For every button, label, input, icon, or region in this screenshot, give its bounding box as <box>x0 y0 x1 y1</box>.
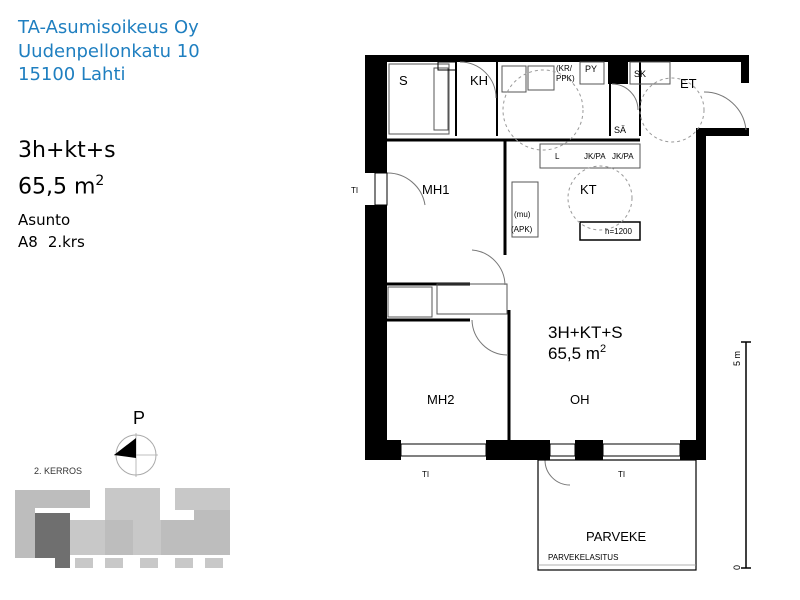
apartment-area: 65,5 m2 <box>18 166 104 202</box>
room-mh2: MH2 <box>427 392 454 407</box>
apartment-area-value: 65,5 m <box>18 174 96 200</box>
apartment-label: Asunto <box>18 211 71 229</box>
room-sk: SK <box>634 69 646 79</box>
apartment-type: 3h+kt+s <box>18 138 116 163</box>
company-city: 15100 Lahti <box>18 64 126 85</box>
door-swings <box>386 61 747 486</box>
fixture-mu: (mu) <box>514 210 531 219</box>
ti-bottom-2: TI <box>618 470 625 479</box>
room-parveke: PARVEKE <box>586 529 647 544</box>
room-krppk: (KR/ <box>556 64 573 73</box>
fixture-jkpa-1: JK/PA <box>584 152 606 161</box>
compass-icon <box>114 433 158 477</box>
room-kt: KT <box>580 182 597 197</box>
room-krppk-2: PPK) <box>556 74 575 83</box>
ti-left: TI <box>351 186 358 195</box>
apartment-floor: 2.krs <box>47 233 85 251</box>
room-s: S <box>399 73 408 88</box>
summary-area: 65,5 m2 <box>548 343 606 363</box>
fixture-h1200: h=1200 <box>605 227 632 236</box>
scale-bar <box>741 341 751 569</box>
ti-bottom-1: TI <box>422 470 429 479</box>
room-sa: SÄ <box>614 125 626 135</box>
room-et: ET <box>680 76 697 91</box>
fixture-jkpa-2: JK/PA <box>612 152 634 161</box>
apartment-code: A8 <box>18 233 38 251</box>
key-map <box>15 488 230 568</box>
room-mh1: MH1 <box>422 182 449 197</box>
apartment-area-sup: 2 <box>95 173 105 189</box>
balcony <box>537 459 697 571</box>
summary-area-sup: 2 <box>600 343 606 355</box>
room-py: PY <box>585 64 597 74</box>
company-street: Uudenpellonkatu 10 <box>18 41 200 62</box>
floor-label: 2. KERROS <box>34 466 83 476</box>
apartment-info: A8 2.krs <box>18 233 85 251</box>
fixture-apk: (APK) <box>511 225 533 234</box>
parvekelasitus-label: PARVEKELASITUS <box>548 553 618 562</box>
room-oh: OH <box>570 392 590 407</box>
summary-type: 3H+KT+S <box>548 323 623 342</box>
scale-top-label: 5 m <box>732 351 742 366</box>
company-name: TA-Asumisoikeus Oy <box>18 17 199 38</box>
north-label: P <box>133 408 146 428</box>
fixture-l: L <box>555 152 560 161</box>
room-kh: KH <box>470 73 488 88</box>
partitions <box>387 62 641 443</box>
summary-area-value: 65,5 m <box>548 344 600 363</box>
fixtures <box>387 61 705 318</box>
scale-bottom-label: 0 <box>732 565 742 570</box>
windows <box>374 61 681 457</box>
outer-walls <box>365 55 749 460</box>
